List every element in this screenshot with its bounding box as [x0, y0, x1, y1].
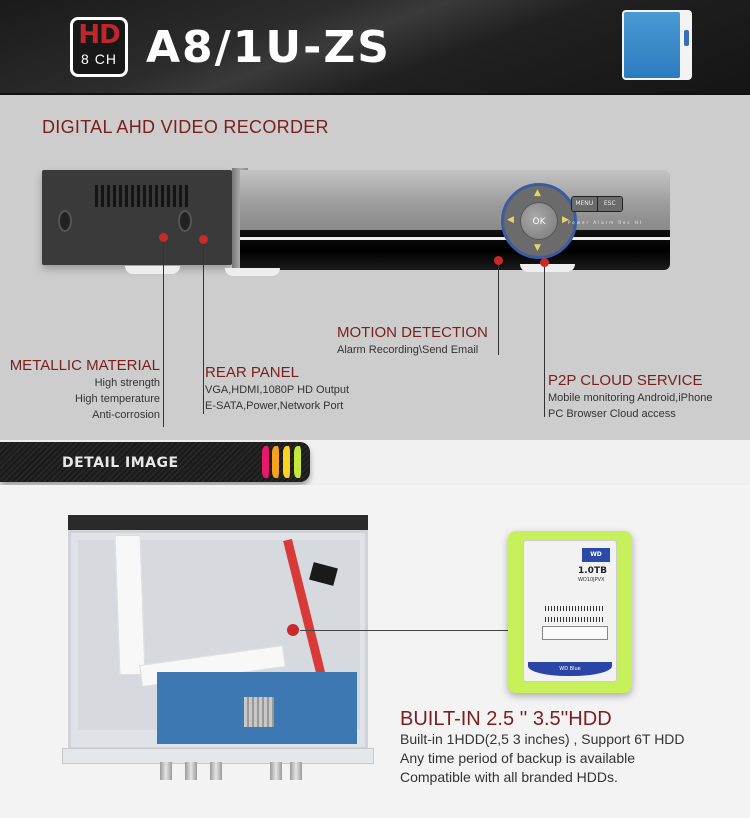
- detail-image-banner: [0, 442, 310, 482]
- metallic-title: METALLIC MATERIAL: [9, 357, 160, 374]
- vent-grille: [95, 185, 190, 207]
- hdd-brand-logo: WD: [582, 548, 610, 562]
- rear-panel-line: VGA,HDMI,1080P HD Output: [205, 384, 350, 396]
- dvr-foot: [520, 264, 575, 272]
- channel-count: 8 CH: [81, 51, 117, 67]
- bnc-connector: [270, 762, 282, 780]
- callout-dot-p2p: [540, 258, 549, 267]
- model-title: A8/1U-ZS: [146, 22, 391, 73]
- rear-panel-callout: REAR PANEL VGA,HDMI,1080P HD Output E-SA…: [205, 364, 405, 414]
- metallic-line: High temperature: [75, 393, 160, 405]
- arrow-left-icon: ◀: [507, 215, 514, 225]
- hard-drive-image: [523, 540, 617, 682]
- side-screw-hole: [178, 210, 192, 232]
- rear-panel-title: REAR PANEL: [205, 364, 299, 381]
- product-thumbnail-image: [622, 10, 692, 80]
- hd-badge: HD 8 CH: [70, 17, 128, 77]
- hdd-line: Built-in 1HDD(2,5 3 inches) , Support 6T…: [400, 731, 685, 747]
- callout-line-hdd: [300, 630, 520, 631]
- dvr-foot: [225, 268, 280, 276]
- hdd-line: Any time period of backup is available: [400, 750, 636, 766]
- led-indicator-labels: Power Alarm Rec HI: [568, 220, 644, 225]
- banner-stripe: [294, 446, 301, 478]
- callout-line-motion: [498, 265, 499, 355]
- hdd-model: WD10JPVX: [578, 577, 605, 583]
- callout-dot-motion: [494, 256, 503, 265]
- arrow-right-icon: ▶: [562, 215, 569, 225]
- motion-line: Alarm Recording\Send Email: [337, 344, 479, 356]
- hdd-series-band: WD Blue: [528, 662, 612, 676]
- menu-button: MENU: [572, 197, 598, 211]
- bnc-connector: [210, 762, 222, 780]
- hdd-title: BUILT-IN 2.5 '' 3.5''HDD: [400, 708, 612, 730]
- callout-dot-rear: [199, 235, 208, 244]
- bnc-connector: [290, 762, 302, 780]
- callout-dot-metallic: [159, 233, 168, 242]
- bnc-connector: [160, 762, 172, 780]
- metallic-line: Anti-corrosion: [92, 409, 160, 421]
- p2p-line: PC Browser Cloud access: [548, 408, 676, 420]
- side-screw-hole: [58, 210, 72, 232]
- p2p-line: Mobile monitoring Android,iPhone: [548, 392, 713, 404]
- dvr-lower-panel: [240, 230, 670, 270]
- motion-title: MOTION DETECTION: [337, 324, 488, 341]
- section-title: DIGITAL AHD VIDEO RECORDER: [42, 117, 329, 137]
- metallic-line: High strength: [94, 377, 160, 389]
- arrow-up-icon: ▲: [534, 188, 541, 198]
- p2p-callout: P2P CLOUD SERVICE Mobile monitoring Andr…: [548, 372, 748, 422]
- hdd-warning-label: [542, 626, 608, 640]
- hdd-line: Compatible with all branded HDDs.: [400, 769, 618, 785]
- callout-line-metallic: [163, 242, 164, 427]
- bnc-connector: [185, 762, 197, 780]
- thumbnail-vga-port: [684, 30, 689, 46]
- motion-detection-callout: MOTION DETECTION Alarm Recording\Send Em…: [337, 324, 502, 358]
- dvr-light-strip: [240, 237, 670, 240]
- detail-image-label: DETAIL IMAGE: [62, 455, 179, 471]
- menu-esc-buttons: MENU ESC: [571, 196, 623, 212]
- p2p-title: P2P CLOUD SERVICE: [548, 372, 703, 389]
- esc-button: ESC: [597, 197, 622, 211]
- hdd-barcode: [545, 606, 605, 611]
- dvr-foot: [125, 266, 180, 274]
- banner-stripe: [262, 446, 269, 478]
- heatsink: [244, 697, 274, 727]
- hd-badge-label: HD: [78, 20, 120, 50]
- hdd-capacity: 1.0TB: [578, 566, 607, 576]
- ribbon-cable: [114, 535, 146, 675]
- callout-dot-hdd: [287, 624, 299, 636]
- banner-stripe: [283, 446, 290, 478]
- callout-line-p2p: [544, 267, 545, 417]
- hdd-barcode: [545, 617, 605, 622]
- ok-button: OK: [520, 202, 558, 240]
- thumbnail-face: [624, 12, 680, 78]
- banner-stripe: [272, 446, 279, 478]
- callout-line-rear: [203, 244, 204, 414]
- arrow-down-icon: ▼: [534, 243, 541, 253]
- rear-panel-line: E-SATA,Power,Network Port: [205, 400, 344, 412]
- metallic-callout: METALLIC MATERIAL High strength High tem…: [0, 357, 160, 423]
